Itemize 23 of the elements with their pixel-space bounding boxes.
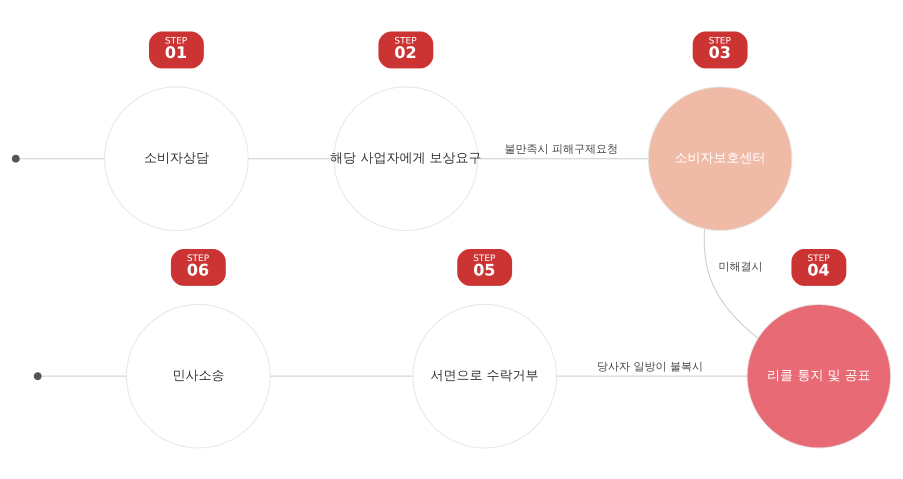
edge-label: 당사자 일방이 불복시 <box>597 359 704 372</box>
node-circle: 리콜 통지 및 공표 <box>746 303 892 448</box>
connector <box>477 158 649 159</box>
connector <box>556 375 748 376</box>
connector <box>704 228 758 338</box>
node-box: STEP 05 <box>457 248 512 286</box>
node-box: STEP 03 <box>692 31 748 68</box>
node-circle <box>12 154 20 162</box>
edge-label: 불만족시 피해구제요청 <box>504 142 618 156</box>
node-box: STEP 01 <box>148 31 204 68</box>
node-circle: 소비자상담 <box>104 86 249 231</box>
edge-label: 미해결시 <box>718 260 762 273</box>
node-circle: 서면으로 수락거부 <box>412 303 557 448</box>
node-box: STEP 02 <box>378 31 434 68</box>
node-circle <box>34 372 42 380</box>
node-circle: 민사소송 <box>126 303 271 448</box>
connector <box>248 158 334 159</box>
connector <box>270 375 414 376</box>
connector <box>19 158 105 159</box>
node-box: STEP 06 <box>170 248 226 286</box>
connector <box>40 375 127 376</box>
node-circle: 소비자보호센터 <box>648 86 792 231</box>
node-box: STEP 04 <box>791 248 846 286</box>
